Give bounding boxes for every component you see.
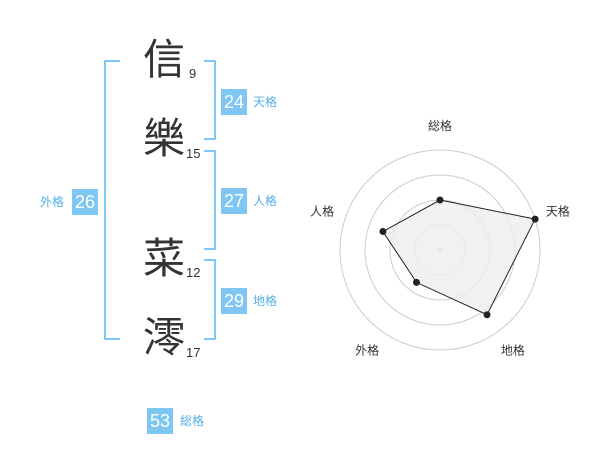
radar-point-2 bbox=[531, 215, 539, 223]
chikaku-score: 29 bbox=[221, 288, 247, 314]
radar-ring bbox=[414, 224, 466, 276]
stroke-count-3: 12 bbox=[186, 265, 201, 280]
tenkaku-score: 24 bbox=[221, 89, 247, 115]
radar-axis-label: 人格 bbox=[310, 204, 334, 219]
stroke-count-2: 15 bbox=[186, 146, 201, 161]
radar-point-5 bbox=[379, 227, 387, 235]
stroke-count-4: 17 bbox=[186, 345, 201, 360]
radar-grid bbox=[339, 149, 541, 351]
stroke-count-1: 9 bbox=[189, 66, 197, 81]
name-char-2: 樂 bbox=[143, 114, 186, 163]
radar-points bbox=[379, 196, 539, 319]
jinkaku-bracket bbox=[204, 150, 216, 250]
jinkaku-score: 27 bbox=[221, 188, 247, 214]
radar-axis-label: 地格 bbox=[501, 342, 525, 357]
radar-point-4 bbox=[412, 278, 420, 286]
radar-axis-label: 総格 bbox=[428, 118, 452, 133]
radar-ring bbox=[389, 199, 491, 301]
chikaku-label: 地格 bbox=[253, 294, 278, 308]
radar-ring bbox=[339, 149, 541, 351]
soukaku-score: 53 bbox=[147, 408, 173, 434]
radar-axis-label: 天格 bbox=[546, 204, 570, 219]
soukaku-label: 総格 bbox=[180, 414, 205, 428]
tenkaku-label: 天格 bbox=[253, 95, 278, 109]
radar-center bbox=[437, 247, 443, 253]
radar-point-1 bbox=[436, 196, 444, 204]
radar-area bbox=[382, 199, 536, 316]
gaikaku-bracket bbox=[104, 60, 120, 340]
radar-ring bbox=[364, 174, 516, 326]
gaikaku-score: 26 bbox=[72, 189, 98, 215]
name-char-4: 澪 bbox=[143, 313, 186, 362]
radar-axis-label: 外格 bbox=[355, 342, 379, 357]
chikaku-bracket bbox=[204, 259, 216, 340]
name-char-1: 信 bbox=[143, 35, 186, 84]
jinkaku-label: 人格 bbox=[253, 194, 278, 208]
name-char-3: 菜 bbox=[143, 234, 186, 283]
gaikaku-label: 外格 bbox=[40, 195, 65, 209]
radar-point-3 bbox=[483, 311, 491, 319]
tenkaku-bracket bbox=[204, 60, 216, 140]
